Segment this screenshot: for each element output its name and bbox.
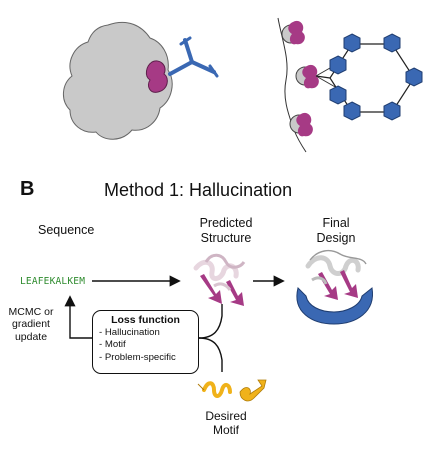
- hexagon-scaffold: [315, 43, 415, 113]
- target-protein-blob: [63, 21, 173, 140]
- bound-protein-middle: [295, 64, 319, 89]
- loss-function-title: Loss function: [111, 314, 180, 326]
- desired-motif-label: Desired Motif: [205, 409, 247, 438]
- arrows: [64, 275, 285, 372]
- method-title: Method 1: Hallucination: [104, 180, 293, 200]
- sequence-label: Sequence: [38, 223, 95, 237]
- predicted-structure-ribbon: [193, 253, 246, 306]
- loss-bracket-bottom: [198, 337, 223, 372]
- loss-item-motif: - Motif: [99, 339, 126, 351]
- loss-item-problem-specific: - Problem-specific: [99, 351, 176, 363]
- magenta-binder-left: [145, 60, 168, 93]
- loss-bracket-top: [198, 304, 223, 339]
- bound-protein-top: [281, 20, 305, 45]
- antibody-icon: [168, 36, 219, 78]
- bound-protein-bottom: [289, 112, 313, 137]
- desired-motif-helix: [197, 379, 267, 402]
- predicted-structure-label: Predicted Structure: [199, 216, 253, 245]
- sequence-text: LEAFEKALKEM: [20, 276, 86, 287]
- loss-item-hallucination: - Hallucination: [99, 327, 160, 338]
- hexagon-nodes: [329, 33, 423, 121]
- loss-to-mcmc-arrow: [64, 295, 92, 339]
- final-design-label: Final Design: [316, 216, 356, 245]
- panel-letter: B: [20, 178, 35, 200]
- final-design-protein: [296, 249, 373, 325]
- loss-function-box: Loss function - Hallucination - Motif - …: [92, 310, 199, 374]
- mcmc-update-label: MCMC or gradient update: [8, 306, 54, 343]
